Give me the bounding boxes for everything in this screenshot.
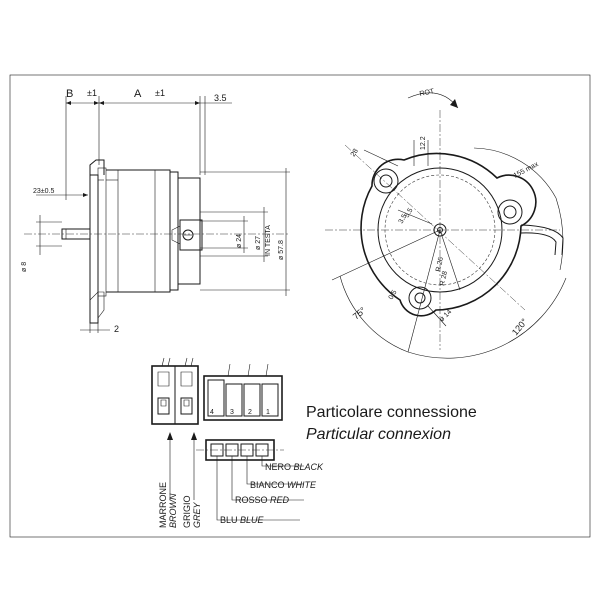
pin-1: 1	[266, 409, 270, 416]
dim-122: 12.2	[420, 136, 427, 150]
grey-label-en: GREY	[192, 501, 202, 528]
dim-23: 23±0.5	[33, 188, 54, 195]
dim-d24: ø 24	[236, 234, 243, 248]
dim-28: 28	[350, 148, 360, 158]
grey-label-it: GRIGIO	[182, 495, 192, 528]
dim-3-5: 3.5	[214, 93, 227, 103]
dim-14: ø 14	[438, 308, 453, 323]
side-view: B ±1 A ±1 3.5 23±0.5 ø 8	[21, 88, 290, 334]
r28: R 28	[439, 270, 449, 286]
pin-3: 3	[230, 409, 234, 416]
dim-55: 5.5	[404, 207, 415, 219]
dim-35: 3.5	[398, 213, 409, 225]
tol-b: ±1	[87, 88, 97, 98]
dim-a: A	[134, 88, 142, 100]
wire-blue-label: BLU BLUE	[220, 515, 265, 525]
connection-title-it: Particolare connessione	[306, 404, 477, 421]
pin-4: 4	[210, 409, 214, 416]
brown-label-it: MARRONE	[158, 482, 168, 528]
angle-120: 120°	[510, 316, 530, 337]
tol-a: ±1	[155, 88, 165, 98]
connection-title-en: Particular connexion	[306, 426, 451, 443]
dim-d27: ø 27	[255, 236, 262, 250]
dim-05: 0.5	[388, 289, 399, 301]
rot-label: ROT	[419, 88, 436, 98]
pin-2: 2	[248, 409, 252, 416]
dim-155max: 155 max	[513, 161, 540, 180]
r26: R 26	[435, 256, 445, 272]
dim-b: B	[66, 88, 73, 100]
wire-red-label: ROSSO RED	[235, 495, 290, 505]
front-view: ROT 155 max 28 12.2 5.5 3.5	[325, 88, 567, 359]
dim-2: 2	[114, 324, 119, 334]
dim-d578: ø 57.8	[278, 240, 285, 260]
wire-black-label: NERO BLACK	[265, 462, 324, 472]
dim-d8: ø 8	[21, 262, 28, 272]
in-testa: IN TESTA	[265, 225, 272, 256]
connection-detail: 4 3 2 1 NERO BLACK BIANCO WHITE ROSSO RE…	[151, 357, 477, 528]
brown-label-en: BROWN	[168, 493, 178, 528]
drawing-frame	[9, 74, 591, 538]
wire-white-label: BIANCO WHITE	[250, 480, 317, 490]
